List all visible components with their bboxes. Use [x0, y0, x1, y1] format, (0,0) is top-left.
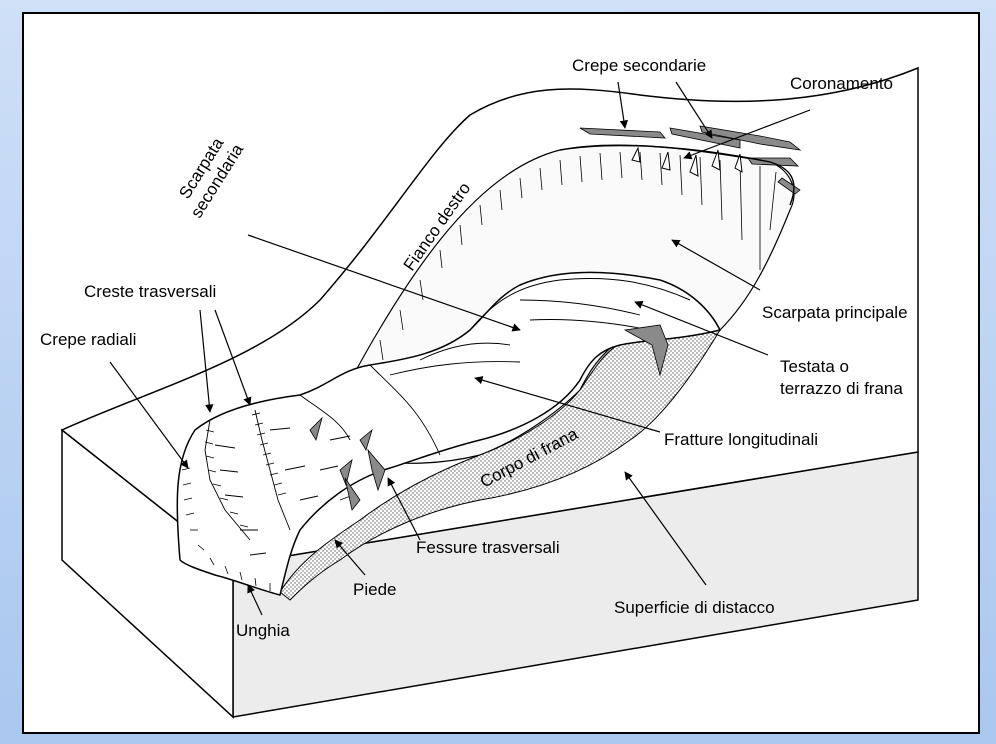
- label-testata-line1: Testata o: [780, 357, 849, 376]
- label-crepe-radiali: Crepe radiali: [40, 330, 136, 349]
- label-creste-trasversali: Creste trasversali: [84, 282, 216, 301]
- label-piede: Piede: [353, 580, 396, 599]
- label-scarpata-principale: Scarpata principale: [762, 303, 908, 322]
- label-fratture-longitudinali: Fratture longitudinali: [664, 430, 818, 449]
- label-crepe-secondarie: Crepe secondarie: [572, 56, 706, 75]
- label-testata-line2: terrazzo di frana: [780, 379, 903, 398]
- label-unghia: Unghia: [236, 621, 290, 640]
- label-scarpata-secondaria: Scarpata secondaria: [170, 130, 247, 222]
- label-fessure-trasversali: Fessure trasversali: [416, 538, 560, 557]
- label-coronamento: Coronamento: [790, 74, 893, 93]
- label-superficie-di-distacco: Superficie di distacco: [614, 598, 775, 617]
